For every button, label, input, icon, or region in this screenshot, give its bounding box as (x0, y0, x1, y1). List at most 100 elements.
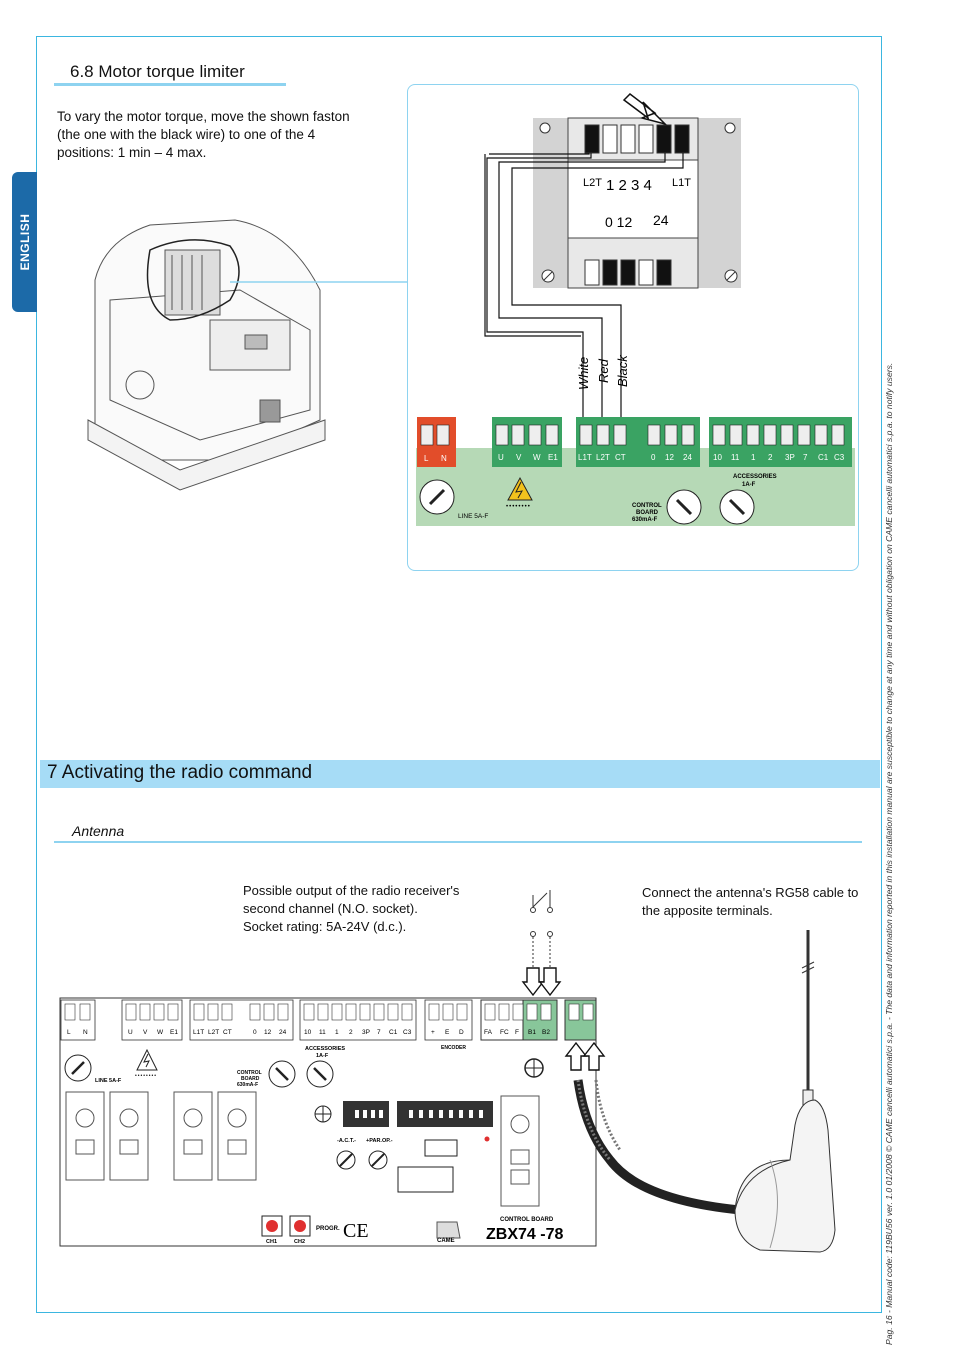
relay-blocks (65, 1091, 540, 1207)
t-7: 7 (803, 453, 808, 462)
b-1: 1 (335, 1029, 339, 1036)
b-plus: + (431, 1029, 435, 1036)
t-l2t: L2T (596, 453, 610, 462)
up-arrow-icon (564, 1041, 606, 1071)
b-control: CONTROL (237, 1070, 262, 1076)
b-24: 24 (279, 1029, 287, 1036)
came-logo: CAME (437, 1238, 455, 1244)
antenna-subheading: Antenna (72, 823, 125, 839)
bottom-screw-row (64, 1003, 594, 1021)
ch-buttons (261, 1215, 311, 1237)
b-n: N (83, 1029, 88, 1036)
model-label: ZBX74 -78 (486, 1226, 563, 1243)
b-v: V (143, 1029, 148, 1036)
b-l1t: L1T (193, 1029, 204, 1036)
heading-underline (54, 83, 286, 86)
label-24: 24 (653, 212, 669, 228)
t-24: 24 (683, 453, 692, 462)
b-10: 10 (304, 1029, 312, 1036)
wire-black-label: Black (615, 354, 630, 387)
gate-motor-illustration (87, 219, 326, 491)
diagram-box (407, 84, 859, 571)
label-012: 0 12 (605, 214, 632, 230)
b-fc: FC (500, 1029, 509, 1036)
section-68-heading: 6.8 Motor torque limiter (70, 62, 245, 81)
b-b2: B2 (542, 1029, 550, 1036)
b-12: 12 (264, 1029, 272, 1036)
t-ct: CT (615, 453, 626, 462)
t-acc-fuse: 1A-F (742, 482, 756, 488)
section-7-band (40, 760, 880, 788)
t-l1t: L1T (578, 453, 592, 462)
top-control-board: L N U V W E1 L1T L2T CT 0 12 24 10 11 1 … (416, 417, 855, 526)
b-parop: +PAR.OP.- (366, 1138, 393, 1144)
b-u: U (128, 1029, 133, 1036)
b-l2t: L2T (208, 1029, 219, 1036)
b-7: 7 (377, 1029, 381, 1036)
b-l: L (67, 1029, 71, 1036)
side-footer-text: Pag. 16 - Manual code: 119BU56 ver. 1.0 … (884, 362, 894, 1345)
t-12: 12 (665, 453, 674, 462)
b-ch2: CH2 (294, 1239, 305, 1245)
b-accessories: ACCESSORIES (305, 1046, 345, 1052)
bottom-faston-row (584, 259, 672, 286)
page-frame (36, 36, 882, 1313)
t-c1: C1 (818, 453, 829, 462)
label-l1t: L1T (672, 177, 691, 189)
no-switch-icon (530, 890, 553, 967)
dots: •••••••• (506, 504, 531, 510)
screw (539, 122, 738, 283)
b-fa: FA (484, 1029, 493, 1036)
top-faston-row (584, 124, 690, 154)
bottom-control-board: L N U V W E1 L1T L2T CT 0 12 24 10 11 1 … (59, 997, 597, 1247)
wire-white-label: White (576, 357, 591, 390)
b-progr: PROGR. (316, 1226, 340, 1232)
t-0: 0 (651, 453, 656, 462)
b-acc-fuse: 1A-F (316, 1053, 329, 1059)
b-c1: C1 (389, 1029, 398, 1036)
b-board: BOARD (241, 1076, 260, 1082)
t-u: U (498, 453, 504, 462)
b-ct: CT (223, 1029, 232, 1036)
b-cb-fuse: 630mA-F (237, 1082, 258, 1088)
t-11: 11 (731, 453, 740, 462)
language-tab: ENGLISH (12, 172, 37, 312)
section-68-body: To vary the motor torque, move the shown… (57, 109, 350, 160)
b-cb-label: CONTROL BOARD (500, 1217, 554, 1223)
t-10: 10 (713, 453, 722, 462)
t-board: BOARD (636, 510, 659, 516)
terminal-screw-row (420, 424, 845, 446)
b-0: 0 (253, 1029, 257, 1036)
b-d: D (459, 1029, 464, 1036)
b-dots: •••••••• (135, 1073, 157, 1079)
b-line: LINE 5A-F (95, 1078, 122, 1084)
ce-mark: CE (343, 1220, 369, 1242)
b-3p: 3P (362, 1029, 370, 1036)
t-line-fuse: LINE 5A-F (458, 513, 488, 520)
t-cb-fuse: 630mA-F (632, 517, 658, 523)
arrow-icon (622, 93, 668, 126)
b-e: E (445, 1029, 450, 1036)
b-ch1: CH1 (266, 1239, 277, 1245)
possible-output-line: Possible output of the radio receiver's … (243, 883, 460, 916)
antenna-underline (54, 841, 862, 843)
wires (484, 153, 684, 425)
t-e1: E1 (548, 453, 558, 462)
t-l: L (424, 454, 429, 463)
b-e1: E1 (170, 1029, 178, 1036)
radio-output-text: Possible output of the radio receiver's … (243, 882, 503, 936)
dip-switch (343, 1101, 493, 1127)
b-c3: C3 (403, 1029, 412, 1036)
t-w: W (533, 453, 541, 462)
t-c3: C3 (834, 453, 845, 462)
t-n: N (441, 454, 447, 463)
socket-rating-line: Socket rating: 5A-24V (d.c.). (243, 919, 407, 934)
transformer: L2T 1 2 3 4 L1T 0 12 24 (533, 117, 741, 289)
t-accessories: ACCESSORIES (733, 474, 777, 480)
b-encoder: ENCODER (441, 1045, 466, 1051)
b-w: W (157, 1029, 164, 1036)
t-1: 1 (751, 453, 756, 462)
b-11: 11 (319, 1029, 326, 1036)
b-f: F (515, 1029, 519, 1036)
